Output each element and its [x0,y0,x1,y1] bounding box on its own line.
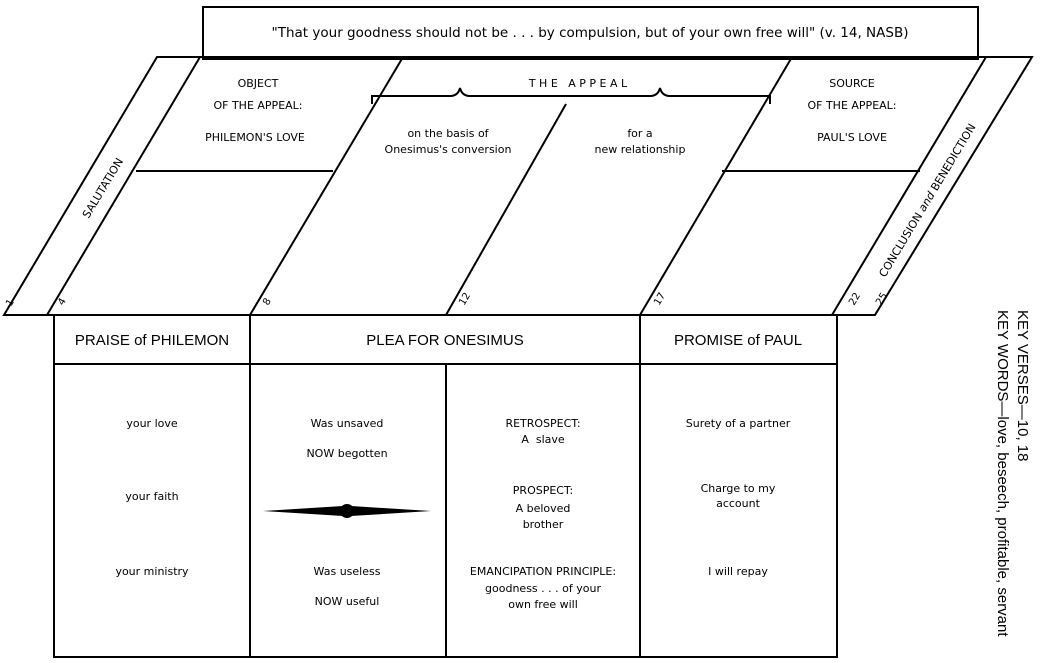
source-title-line2: OF THE APPEAL: [807,99,896,112]
side-key-notes: KEY VERSES—10, 18 KEY WORDS—love, beseec… [994,310,1031,637]
verse-number: 4 [56,296,69,307]
verse-number: 22 [847,291,863,308]
balance-pivot-icon [263,504,431,518]
object-value: PHILEMON'S LOVE [205,131,305,144]
appeal-title: T H E A P P E A L [528,77,628,90]
prospect-value-line2: brother [523,518,564,531]
divider-verse-8 [249,56,404,316]
lower-chart: PRAISE of PHILEMON PLEA FOR ONESIMUS PRO… [53,314,838,658]
plea-was-useless: Was useless [314,565,381,578]
key-words: KEY WORDS—love, beseech, profitable, ser… [994,310,1011,637]
emancipation-label: EMANCIPATION PRINCIPLE: [470,565,616,578]
object-title-line1: OBJECT [238,77,279,90]
source-value: PAUL'S LOVE [817,131,887,144]
emancipation-value-line2: own free will [508,598,578,611]
salutation-label: SALUTATION [80,156,126,221]
retrospect-label: RETROSPECT: [505,417,580,430]
quote-box-frame [202,6,979,60]
praise-item: your ministry [115,565,189,578]
object-title-line2: OF THE APPEAL: [213,99,302,112]
plea-now-useful: NOW useful [315,595,380,608]
divider-verse-17 [639,56,793,316]
promise-item: I will repay [708,565,768,578]
appeal-brace [371,87,771,104]
quote-box: "That your goodness should not be . . . … [202,6,979,60]
divider-verse-12 [445,103,567,316]
plea-was-unsaved: Was unsaved [311,417,384,430]
relationship-line1: for a [627,127,652,140]
verse-number: 12 [457,291,473,308]
prospect-value-line1: A beloved [516,502,571,515]
prospect-label: PROSPECT: [513,484,573,497]
conclusion-label: CONCLUSION and BENEDICTION [876,121,978,279]
verse-number: 1 [4,297,17,308]
source-title-line1: SOURCE [829,77,874,90]
emancipation-value-line1: goodness . . . of your [485,582,601,595]
retrospect-value: A slave [521,433,565,446]
divider-verse-4 [46,56,201,316]
praise-item: your love [126,417,178,430]
promise-item: account [716,497,761,510]
promise-header: PROMISE of PAUL [674,332,802,349]
plea-header: PLEA FOR ONESIMUS [366,332,524,349]
praise-header: PRAISE of PHILEMON [75,332,229,349]
key-quote: "That your goodness should not be . . . … [272,25,909,41]
relationship-line2: new relationship [595,143,686,156]
promise-item: Charge to my [701,482,776,495]
divider-verse-22 [831,56,987,316]
promise-item: Surety of a partner [686,417,791,430]
upper-slanted-chart: SALUTATION CONCLUSION and BENEDICTION OB… [2,56,1034,316]
verse-number: 17 [652,291,668,308]
praise-item: your faith [125,490,178,503]
verse-number: 8 [261,296,274,307]
key-verses: KEY VERSES—10, 18 [1014,310,1031,461]
plea-now-begotten: NOW begotten [306,447,387,460]
basis-line1: on the basis of [407,127,489,140]
basis-line2: Onesimus's conversion [385,143,512,156]
